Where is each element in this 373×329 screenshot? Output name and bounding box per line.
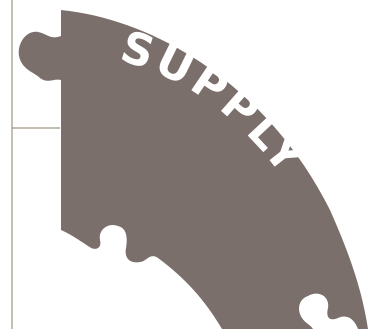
supply-puzzle-graphic: SUPPLY xyxy=(0,0,373,329)
